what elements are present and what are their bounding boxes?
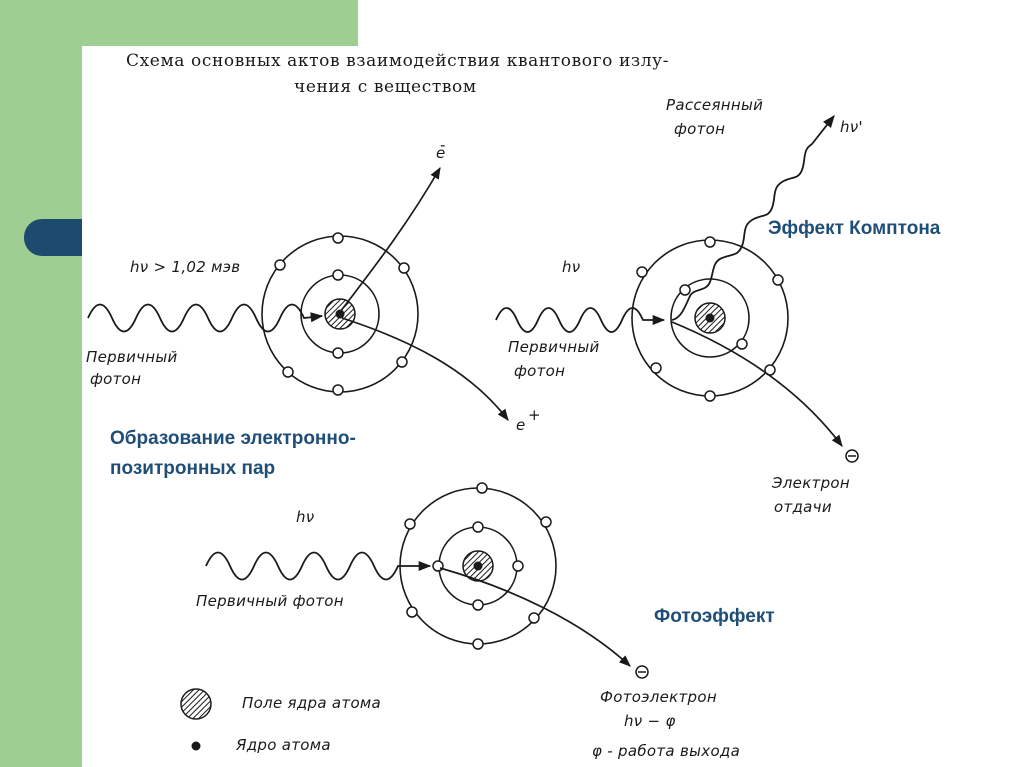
photoeffect-label: Фотоэффект: [654, 606, 775, 627]
photo-photon-energy: hν: [296, 508, 315, 526]
positron-track: [341, 317, 509, 421]
inner-orbit: [670, 278, 750, 358]
pair-production-atom: [261, 232, 419, 396]
nucleus: [335, 309, 345, 319]
pair-label-line1: Образование электронно-: [110, 428, 356, 449]
photo-primary-photon: Первичный фотон: [196, 592, 344, 610]
compton-atom: [631, 236, 789, 402]
electrons: [274, 232, 410, 396]
nucleus: [473, 561, 483, 571]
legend-nucleus: Ядро атома: [235, 736, 331, 754]
scattered-photon-energy: hν': [840, 118, 863, 136]
electron-track: [339, 166, 441, 313]
compton-primary-photon-line2: фотон: [514, 362, 565, 380]
legend-nucleus-field-icon: [180, 688, 212, 720]
scattered-photon-line2: фотон: [674, 120, 725, 138]
pair-primary-photon-line1: Первичный: [86, 348, 178, 366]
compton-photon-energy: hν: [562, 258, 581, 276]
legend-nucleus-icon: [191, 741, 201, 751]
photoelectron-track: [439, 567, 631, 667]
photoeffect-atom: [399, 482, 557, 650]
photo-primary-photon-wave: [205, 551, 432, 581]
electron-symbol: e: [436, 144, 446, 162]
scattered-photon-line1: Рассеянный: [666, 96, 763, 114]
pair-label-line2: позитронных пар: [110, 458, 275, 479]
positron-charge: +: [528, 406, 541, 424]
electron-charge: -: [440, 136, 446, 154]
compton-primary-photon-line1: Первичный: [508, 338, 600, 356]
top-green-strip: [82, 0, 358, 46]
recoil-electron-track: [671, 321, 843, 447]
electrons: [404, 482, 552, 650]
left-green-bar: [0, 0, 82, 767]
recoil-electron-line1: Электрон: [771, 474, 850, 492]
scattered-photon-wave: [671, 115, 835, 321]
positron-symbol: e: [516, 416, 526, 434]
pair-primary-photon-line2: фотон: [90, 370, 141, 388]
diagram-title-line2: чения с веществом: [294, 77, 477, 97]
legend-nucleus-field: Поле ядра атома: [242, 694, 381, 712]
compton-label: Эффект Комптона: [768, 218, 941, 239]
recoil-electron-line2: отдачи: [774, 498, 832, 516]
diagram-title-line1: Схема основных актов взаимодействия кван…: [126, 51, 669, 71]
photoelectron-label: Фотоэлектрон: [600, 688, 717, 706]
pair-photon-energy: hν > 1,02 мэв: [130, 258, 240, 276]
photoelectron-energy: hν − φ: [624, 712, 676, 730]
navigation-tab[interactable]: [24, 219, 82, 256]
legend: Поле ядра атома Ядро атома: [180, 688, 381, 754]
primary-photon-wave: [87, 303, 324, 333]
nucleus: [705, 313, 715, 323]
compton-primary-photon-wave: [495, 307, 666, 333]
work-function: φ - работа выхода: [592, 742, 740, 760]
